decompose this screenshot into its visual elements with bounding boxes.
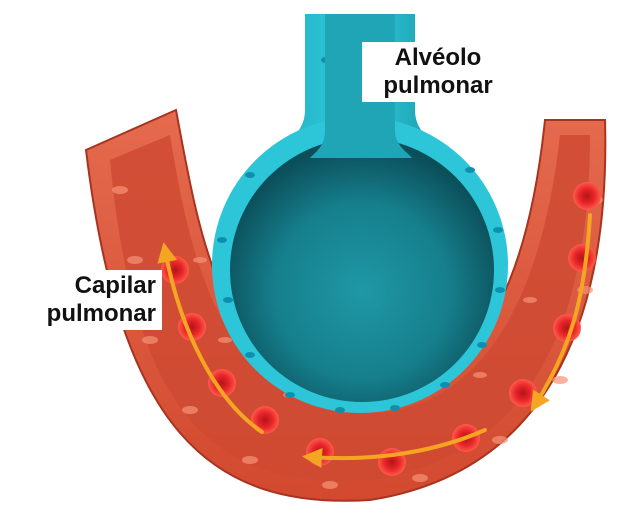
alveolus-label: Alvéolo pulmonar [362, 42, 514, 102]
red-blood-cell-icon [306, 438, 334, 466]
red-blood-cell-icon [251, 406, 279, 434]
alveolus-label-line2: pulmonar [368, 72, 508, 100]
capillary-label-line1: Capilar [6, 272, 156, 300]
capillary-label: Capilar pulmonar [0, 270, 162, 330]
red-blood-cell-icon [573, 182, 601, 210]
alveolus-lumen [230, 138, 494, 402]
red-blood-cell-icon [509, 379, 537, 407]
capillary-label-line2: pulmonar [6, 300, 156, 328]
alveolus-label-line1: Alvéolo [368, 44, 508, 72]
red-blood-cell-icon [568, 244, 596, 272]
